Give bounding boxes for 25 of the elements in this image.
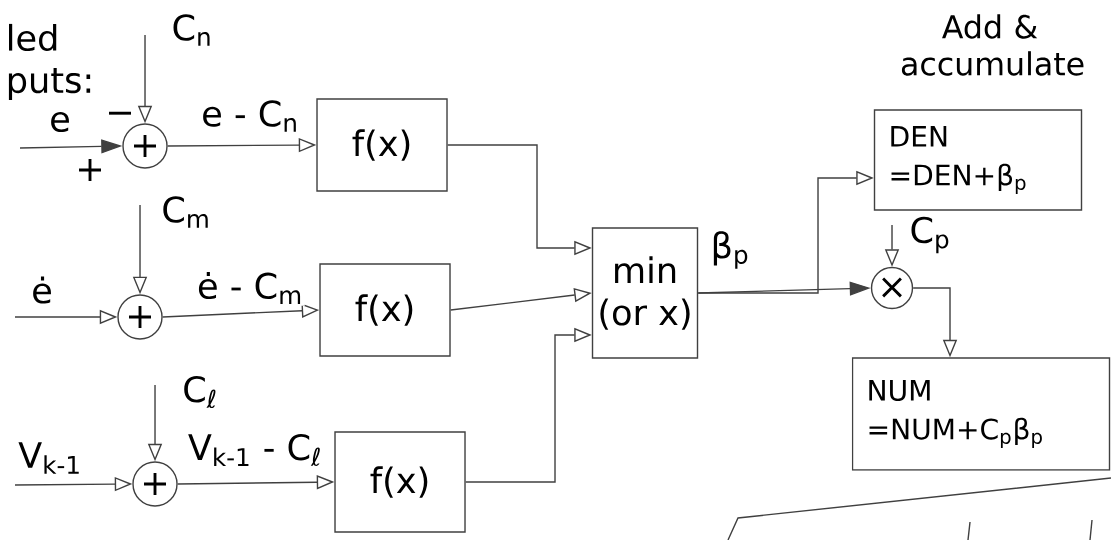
summing-junction: × [870,266,914,310]
edge-label: ė [29,274,55,306]
edge-label: e - C$_{n}$ [199,98,301,134]
summing-junction: + [117,294,163,340]
edge-label: C$_{n}$ [169,12,215,48]
block-box: f(x) [319,263,451,357]
sign-label: − [109,111,131,115]
block-box: f(x) [316,98,448,192]
edge-label: V$_{k-1}$ - C$_{ℓ}$ [186,432,324,468]
block-box: DEN =DEN+β$_{p}$ [873,109,1083,211]
sign-label: + [79,159,101,181]
edge-label: V$_{k-1}$ [16,440,84,476]
edge-label: C$_{p}$ [907,214,953,256]
block-box: NUM =NUM+C$_{p}$β$_{p}$ [851,357,1111,471]
block-box: min (or x) [591,227,699,359]
edge-label: e [47,110,73,134]
note-text: Add & accumulate [901,14,1084,76]
edge-label: ė - C$_{m}$ [195,270,305,306]
block-box: f(x) [334,431,466,533]
summing-junction: + [132,461,178,507]
summing-junction: + [122,123,168,169]
edge-label: C$_{m}$ [159,194,213,230]
edge-label: β$_{p}$ [708,229,752,271]
edge-label: C$_{ℓ}$ [180,374,220,410]
note-text: led puts: [8,23,91,101]
